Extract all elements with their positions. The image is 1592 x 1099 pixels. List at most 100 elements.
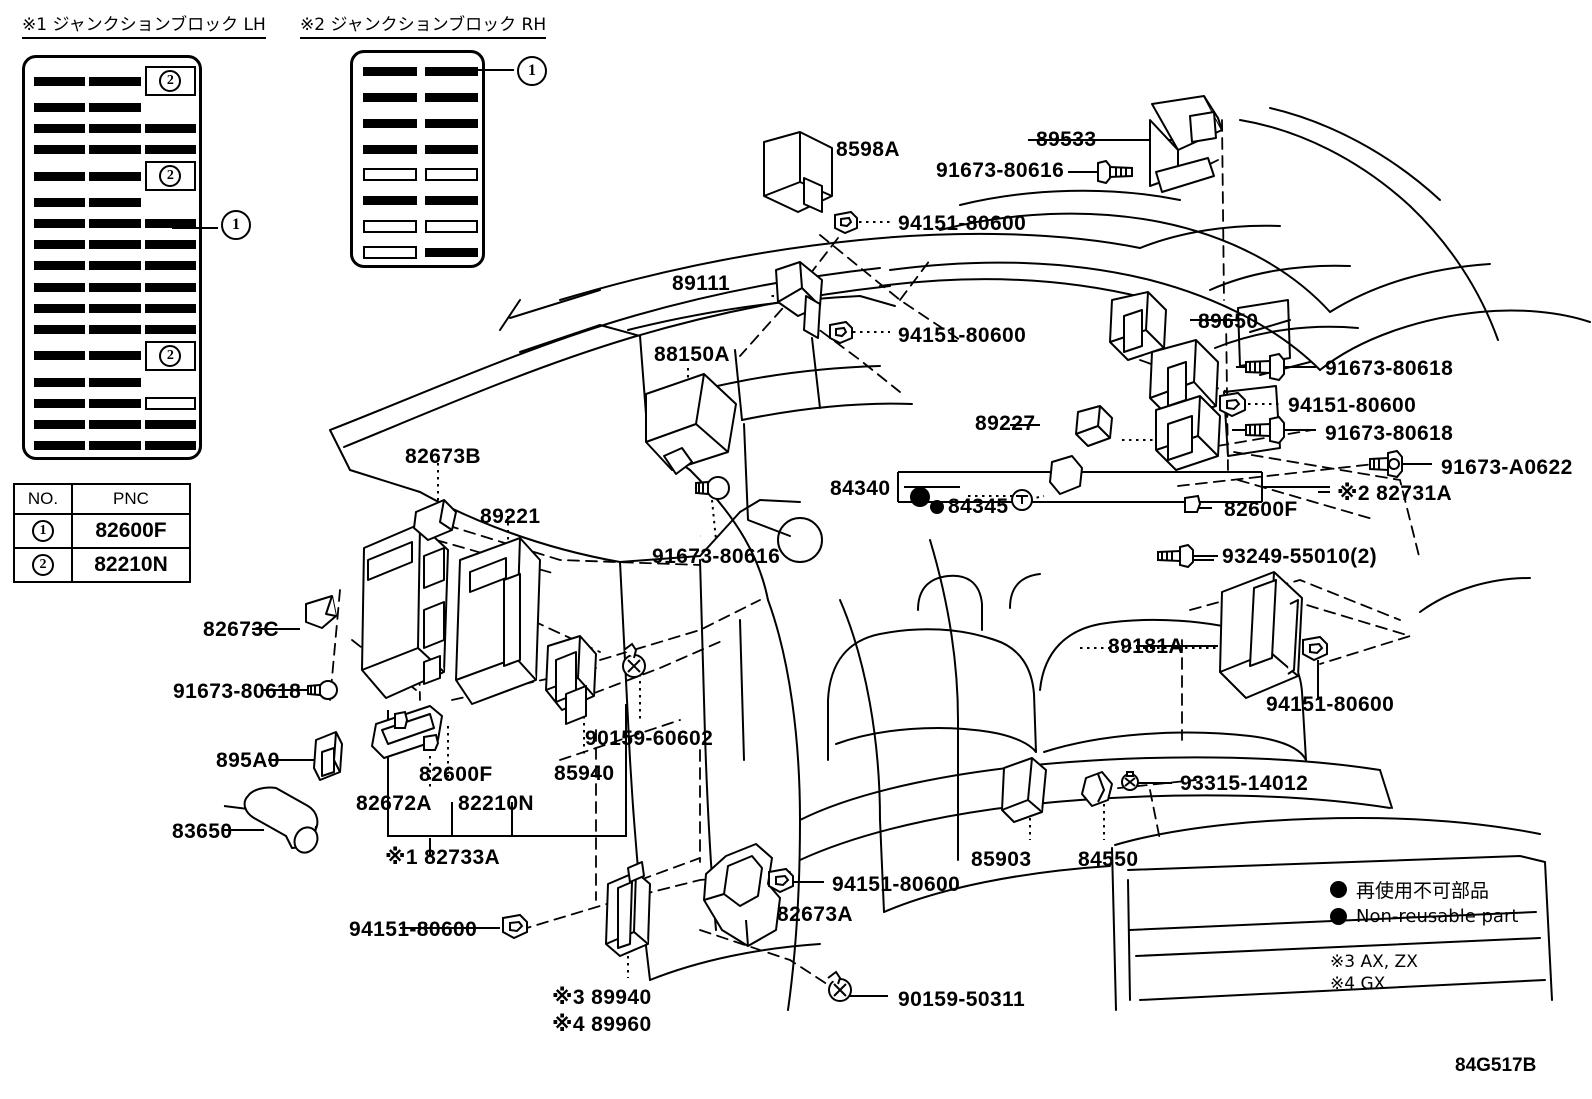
fuse-slot-filled[interactable] — [89, 419, 141, 429]
footnote-3: ※3 AX, ZX — [1330, 952, 1418, 972]
fuse-slot-filled[interactable] — [34, 398, 86, 408]
fuse-slot-filled[interactable] — [89, 440, 141, 450]
fuse-slot-filled[interactable] — [34, 419, 86, 429]
fuse-slot-filled[interactable] — [34, 303, 86, 313]
fuse-slot-filled[interactable] — [363, 66, 417, 76]
fuse-slot-filled[interactable] — [34, 171, 86, 181]
callout-number: 2 — [159, 165, 182, 188]
part-label-89533: 89533 — [1036, 128, 1097, 151]
fuse-slot-filled[interactable] — [144, 419, 196, 429]
part-label-9415180600: 94151-80600 — [898, 324, 1027, 347]
part-label-89650: 89650 — [1198, 310, 1259, 333]
fuse-slot-filled[interactable] — [144, 440, 196, 450]
fuse-slot-filled[interactable] — [34, 76, 86, 86]
part-label-9167380618: 91673-80618 — [1325, 357, 1454, 380]
fuse-slot-filled[interactable] — [144, 261, 196, 271]
fuse-slot-filled[interactable] — [34, 124, 86, 134]
fuse-slot-open[interactable] — [363, 246, 417, 260]
fuse-slot-filled[interactable] — [34, 103, 86, 113]
fuse-slot-filled[interactable] — [144, 124, 196, 134]
fuse-slot-filled[interactable] — [89, 124, 141, 134]
fuse-slot-filled[interactable] — [89, 261, 141, 271]
part-label-82672a: 82672A — [356, 792, 432, 815]
fuse-slot-filled[interactable] — [424, 92, 478, 102]
part-label-93249550102: 93249-55010(2) — [1222, 545, 1378, 568]
part-label-84340: 84340 — [830, 477, 891, 500]
fuse-slot-filled[interactable] — [34, 282, 86, 292]
fuse-slot-open[interactable] — [363, 168, 417, 182]
fuse-slot-filled[interactable] — [34, 145, 86, 155]
callout-bubble-1-lh[interactable]: 1 — [221, 210, 251, 240]
fuse-slot-filled[interactable] — [424, 144, 478, 154]
junction-block-rh-header: ※2 ジャンクションブロック RH — [300, 10, 547, 39]
callout-number: 1 — [32, 520, 54, 542]
fuse-slot-filled[interactable] — [34, 198, 86, 208]
fuse-slot-blank — [145, 198, 196, 207]
fuse-slot-filled[interactable] — [363, 118, 417, 128]
fuse-slot-filled[interactable] — [89, 103, 141, 113]
fuse-slot-filled[interactable] — [89, 219, 141, 229]
pnc-row-partnumber: 82600F — [71, 513, 191, 549]
part-label-82673a: 82673A — [777, 903, 853, 926]
fuse-slot-filled[interactable] — [424, 196, 478, 206]
fuse-slot-filled[interactable] — [144, 240, 196, 250]
fuse-slot-filled[interactable] — [34, 377, 86, 387]
part-label-text: 84345 — [948, 495, 1009, 518]
pnc-row-number: 2 — [13, 547, 73, 583]
part-label-89221: 89221 — [480, 505, 541, 528]
fuse-slot-filled[interactable] — [424, 118, 478, 128]
fuse-slot-filled[interactable] — [363, 196, 417, 206]
callout-number: 2 — [32, 554, 54, 576]
footnote-4: ※4 GX — [1330, 974, 1386, 994]
fuse-slot-filled[interactable] — [89, 171, 141, 181]
fuse-slot-filled[interactable] — [34, 351, 86, 361]
non-reusable-dot-84345 — [910, 487, 930, 507]
fuse-slot-filled[interactable] — [89, 324, 141, 334]
fuse-slot-filled[interactable] — [89, 303, 141, 313]
fuse-slot-filled[interactable] — [424, 248, 478, 258]
fuse-slot-filled[interactable] — [89, 351, 141, 361]
fuse-slot-filled[interactable] — [363, 92, 417, 102]
fuse-slot-filled[interactable] — [144, 145, 196, 155]
fuse-slot-filled[interactable] — [34, 261, 86, 271]
fuse-slot-filled[interactable] — [89, 377, 141, 387]
fuse-slot-filled[interactable] — [144, 324, 196, 334]
fuse-slot-filled[interactable] — [144, 303, 196, 313]
fuse-slot-filled[interactable] — [144, 282, 196, 292]
part-label-82600f: 82600F — [1224, 498, 1298, 521]
fuse-slot-filled[interactable] — [89, 282, 141, 292]
part-label-89181a: 89181A — [1108, 635, 1184, 658]
part-label-89227: 89227 — [975, 412, 1036, 435]
part-label-9167380618: 91673-80618 — [1325, 422, 1454, 445]
fuse-slot-filled[interactable] — [89, 198, 141, 208]
fuse-slot-filled[interactable] — [424, 66, 478, 76]
fuse-slot-marker[interactable]: 2 — [144, 66, 196, 96]
fuse-slot-filled[interactable] — [34, 440, 86, 450]
fuse-slot-filled[interactable] — [34, 219, 86, 229]
fuse-slot-filled[interactable] — [144, 219, 196, 229]
junction-block-rh — [350, 50, 485, 268]
fuse-slot-open[interactable] — [144, 396, 196, 410]
fuse-slot-filled[interactable] — [89, 240, 141, 250]
part-label-8598a: 8598A — [836, 138, 900, 161]
fuse-slot-open[interactable] — [424, 220, 478, 234]
fuse-slot-filled[interactable] — [34, 240, 86, 250]
callout-bubble-1-rh[interactable]: 1 — [517, 56, 547, 86]
fuse-slot-filled[interactable] — [363, 144, 417, 154]
fuse-slot-filled[interactable] — [89, 398, 141, 408]
part-label-89111: 89111 — [672, 272, 731, 295]
fuse-slot-marker[interactable]: 2 — [144, 340, 196, 371]
part-label-9015950311: 90159-50311 — [898, 988, 1026, 1011]
part-label-9415180600: 94151-80600 — [898, 212, 1027, 235]
fuse-slot-filled[interactable] — [34, 324, 86, 334]
part-label-84550: 84550 — [1078, 848, 1139, 871]
part-label-9167380616: 91673-80616 — [936, 159, 1065, 182]
fuse-slot-filled[interactable] — [89, 76, 141, 86]
fuse-slot-filled[interactable] — [89, 145, 141, 155]
part-label-82600f: 82600F — [419, 763, 493, 786]
fuse-slot-marker[interactable]: 2 — [144, 161, 196, 192]
fuse-slot-open[interactable] — [424, 168, 478, 182]
fuse-slot-open[interactable] — [363, 220, 417, 234]
